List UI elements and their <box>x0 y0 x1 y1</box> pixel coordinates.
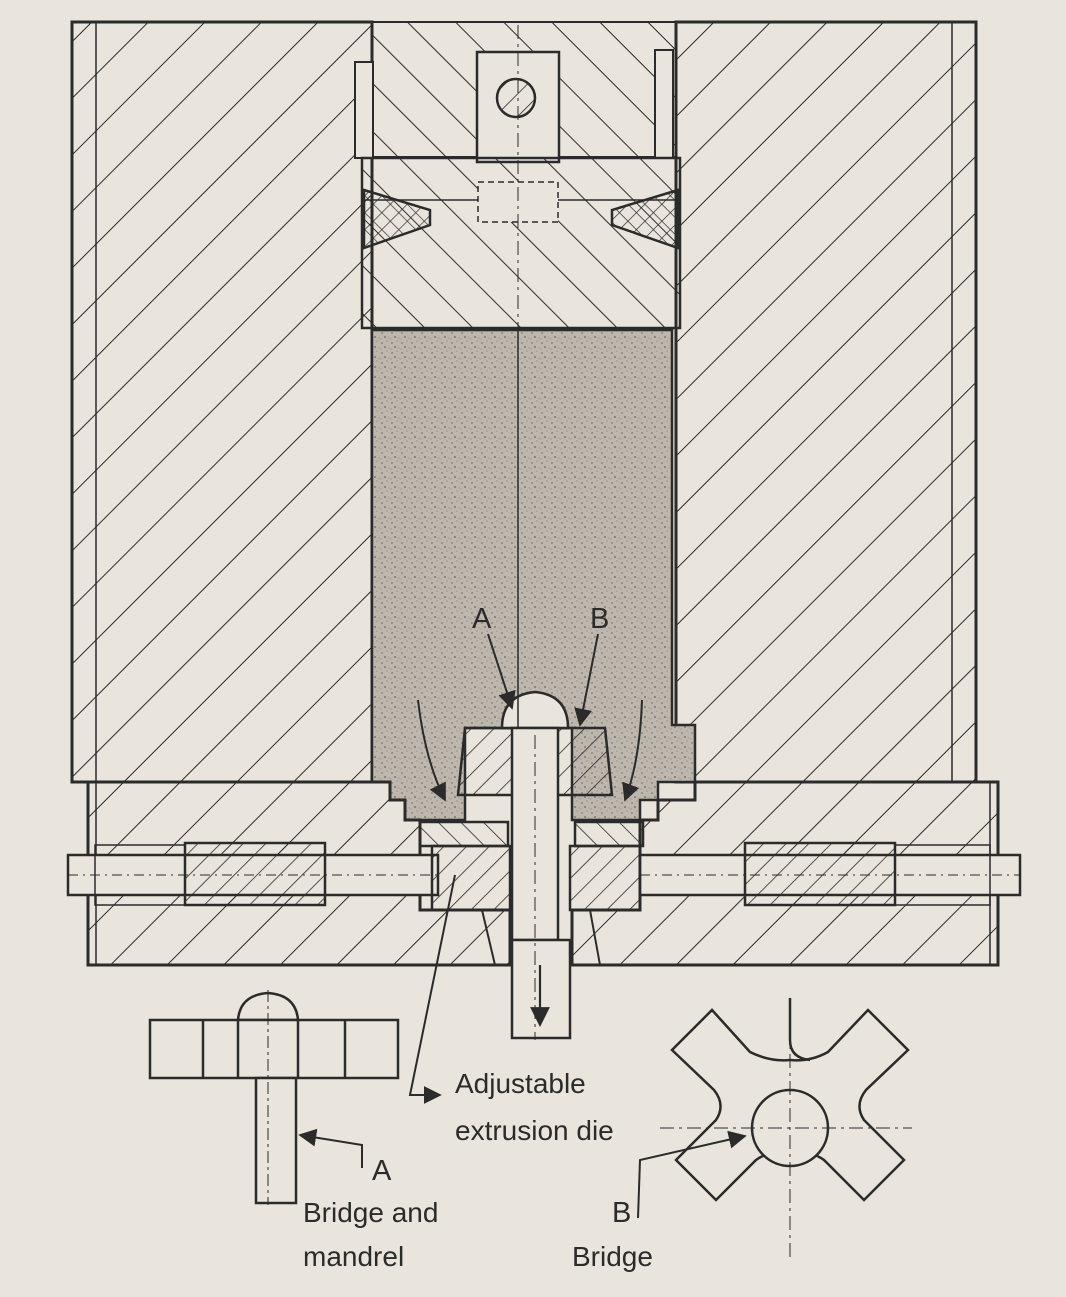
adjusting-screw-left <box>66 841 440 907</box>
detail-b <box>637 998 912 1258</box>
callout-arrow-a <box>487 633 516 710</box>
callout-label-b: B <box>590 603 609 635</box>
detail-a-line1: Bridge and <box>303 1197 438 1228</box>
detail-a <box>148 990 400 1205</box>
bridge-mandrel <box>456 25 614 1040</box>
die-leader <box>408 874 456 1104</box>
seal-right <box>610 188 680 250</box>
container-left <box>70 20 374 784</box>
die-label-line2: extrusion die <box>455 1115 614 1146</box>
ram-stem <box>354 21 677 164</box>
seal-left <box>362 188 432 250</box>
detail-b-letter: B <box>612 1197 631 1229</box>
callout-arrow-b <box>574 633 599 727</box>
detail-b-line1: Bridge <box>572 1241 653 1272</box>
detail-a-line2: mandrel <box>303 1241 404 1272</box>
detail-a-letter: A <box>372 1155 392 1187</box>
adjusting-screw-right <box>638 841 1022 907</box>
pressure-pad <box>360 156 682 330</box>
adjustable-die <box>418 820 645 966</box>
die-label-line1: Adjustable <box>455 1068 586 1099</box>
callout-label-a: A <box>472 603 492 635</box>
container-right <box>674 20 978 784</box>
